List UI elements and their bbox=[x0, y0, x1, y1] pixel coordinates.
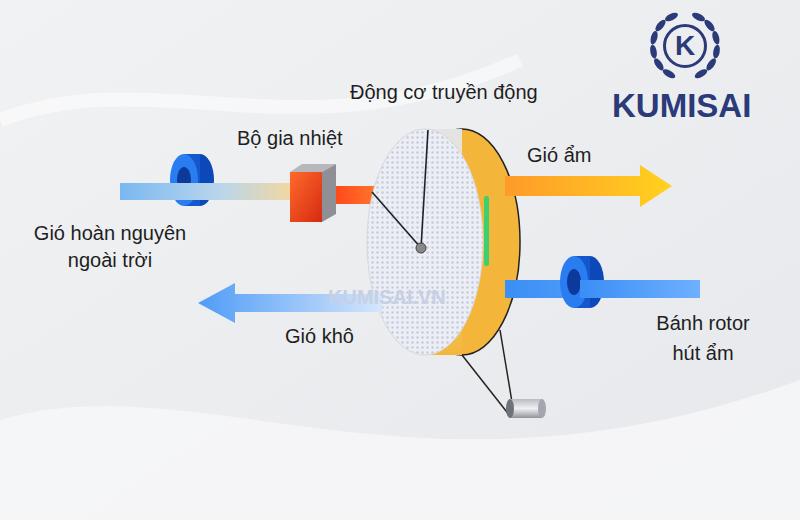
dry-air-label: Gió khô bbox=[285, 323, 354, 350]
watermark: KUMISAI.VN bbox=[328, 284, 446, 311]
logo-letter: K bbox=[675, 31, 695, 61]
heater-label: Bộ gia nhiệt bbox=[237, 125, 343, 152]
regen-air-label: Gió hoàn nguyên ngoài trời bbox=[15, 220, 205, 274]
brand-name: KUMISAI bbox=[612, 86, 751, 126]
moist-air-label: Gió ẩm bbox=[527, 142, 591, 169]
logo-circle: K bbox=[663, 24, 707, 68]
rotor-label: Bánh rotor hút ẩm bbox=[642, 308, 764, 368]
motor-label: Động cơ truyền động bbox=[350, 79, 538, 106]
